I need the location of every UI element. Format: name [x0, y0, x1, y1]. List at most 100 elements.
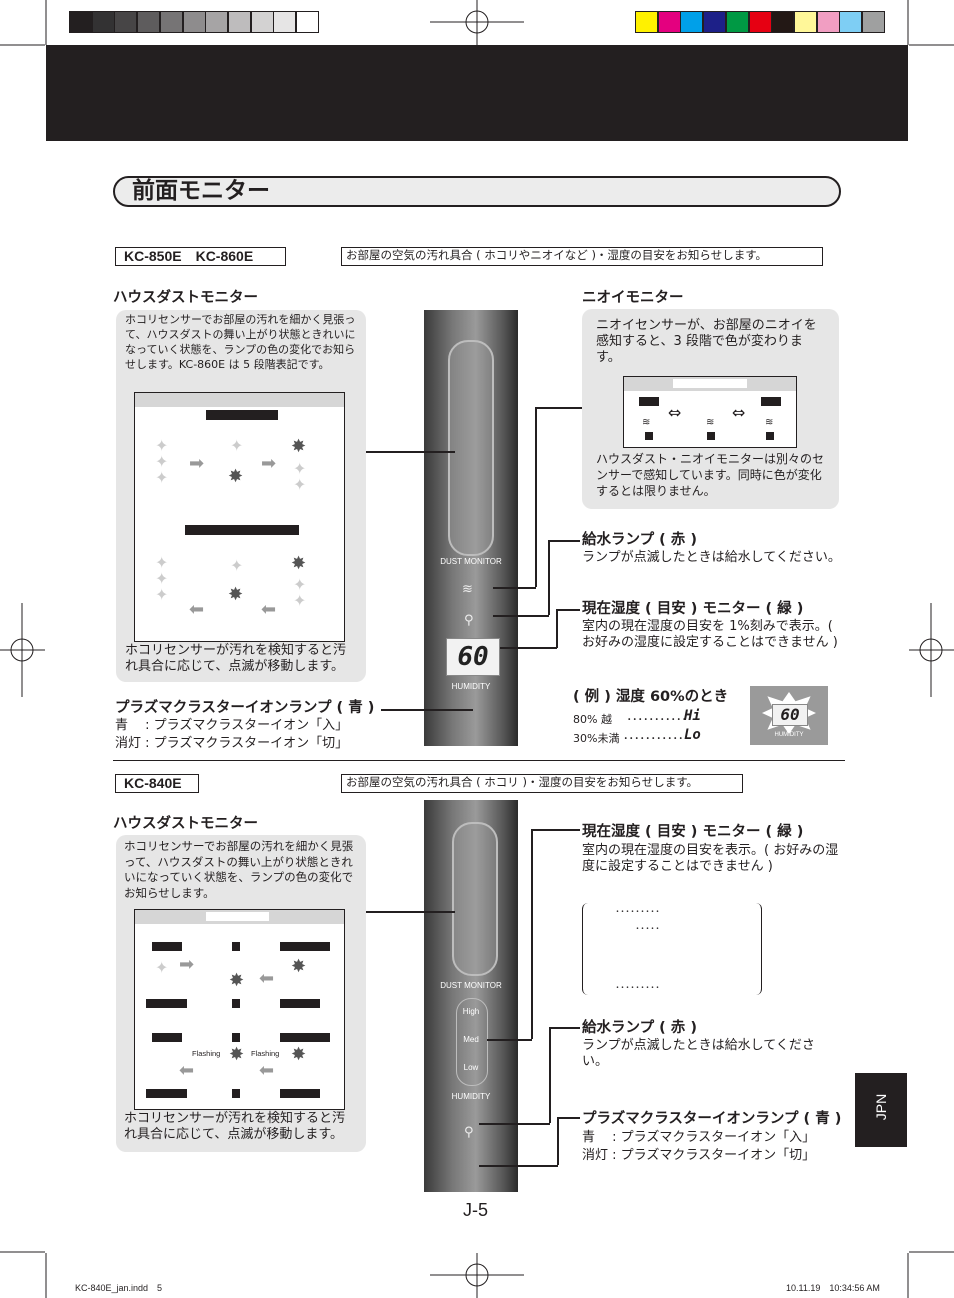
example-humidity-label: HUMIDITY [774, 732, 804, 738]
leader-line [531, 829, 533, 1039]
plasma-line2-840: 消灯 : プラズマクラスターイオン「切」 [582, 1148, 816, 1163]
left-arrow-icon: ⬅ [261, 599, 277, 620]
flashing-label-right: Flashing [251, 1049, 280, 1058]
right-arrow-icon: ➡ [261, 453, 277, 474]
example-display: 60 HUMIDITY [750, 686, 828, 745]
color-swatch [703, 11, 727, 33]
flash-star-icon: ✸ [291, 1044, 307, 1065]
gray-swatch [91, 11, 115, 33]
footer-file: KC-840E_jan.indd 5 [75, 1283, 163, 1293]
footer-timestamp: 10.11.19 10:34:56 AM [786, 1283, 880, 1293]
leader-line [366, 451, 455, 453]
flash-star-icon: ✸ [228, 584, 244, 605]
house-dust-diagram: ✦✦✦ ➡ ✦ ✸ ➡ ✸ ✦✦ ✦✦✦ ✦ ✸ ✸ ✦✦ ⬅ ⬅ [134, 392, 345, 642]
level-bar [185, 525, 299, 535]
leader-line [548, 540, 580, 542]
color-swatch [771, 11, 795, 33]
flash-star-icon: ✸ [291, 956, 307, 977]
humidity-heading: 現在湿度 ( 目安 ) モニター ( 緑 ) [582, 601, 804, 617]
dust-monitor-label: DUST MONITOR [440, 557, 502, 566]
water-lamp-text-840: ランプが点滅したときは給水してください。 [582, 1038, 815, 1069]
leader-line [556, 609, 580, 611]
humidity-label: HUMIDITY [451, 1092, 491, 1101]
leader-line [549, 1027, 580, 1029]
model-label-840: KC-840E [115, 774, 199, 793]
leader-line [556, 609, 558, 648]
level-dots-2: ･････ [635, 924, 660, 935]
water-lamp-text: ランプが点滅したときは給水してください。 [582, 550, 841, 565]
gray-swatch [296, 11, 319, 33]
humidity-heading-840: 現在湿度 ( 目安 ) モニター ( 緑 ) [582, 824, 804, 840]
level-low: Low [463, 1063, 479, 1072]
humidity-text: 室内の現在湿度の目安を 1%刻みで表示。( お好みの湿度に設定することはできませ… [582, 619, 838, 650]
house-dust-description: ホコリセンサーでお部屋の汚れを細かく見張って、ハウスダストの舞い上がり状態ときれ… [125, 313, 356, 371]
house-dust-heading-840: ハウスダストモニター [113, 816, 258, 832]
page-title: 前面モニター [132, 178, 270, 204]
left-arrow-icon: ⬅ [259, 968, 275, 989]
section2-note: お部屋の空気の汚れ具合 ( ホコリ )・湿度の目安をお知らせします。 [341, 774, 743, 793]
right-arrow-icon: ➡ [179, 954, 195, 975]
section-divider [113, 760, 845, 761]
device-panel-840: DUST MONITOR High Med Low HUMIDITY ⚲ [424, 800, 518, 1192]
flash-star-icon: ✸ [229, 970, 245, 991]
title-pill [113, 176, 841, 207]
example-heading: ( 例 ) 湿度 60%のとき [573, 689, 729, 705]
section1-note: お部屋の空気の汚れ具合 ( ホコリやニオイなど )・湿度の目安をお知らせします。 [341, 247, 823, 266]
humidity-label: HUMIDITY [451, 682, 491, 691]
house-dust-lamp [448, 340, 494, 556]
flash-star-icon: ✸ [291, 436, 307, 457]
example-row2-label: 30%未満 ･･･････････ [573, 732, 684, 745]
left-arrow-icon: ⬅ [259, 1060, 275, 1081]
leader-line [493, 615, 549, 617]
color-swatch [657, 11, 681, 33]
color-swatch [862, 11, 885, 33]
odor-icon: ≋ [462, 582, 473, 597]
color-swatch [680, 11, 704, 33]
leader-line [479, 1165, 558, 1167]
flash-star-icon: ✸ [291, 553, 307, 574]
left-arrow-icon: ⬅ [189, 599, 205, 620]
house-dust-lamp [452, 822, 498, 976]
plasma-line2: 消灯 : プラズマクラスターイオン「切」 [115, 736, 349, 751]
color-swatch [793, 11, 817, 33]
humidity-level-indicator [456, 998, 488, 1086]
left-arrow-icon: ⬅ [179, 1060, 195, 1081]
example-lcd: 60 [772, 704, 808, 726]
house-dust-diagram-840: ✦ ➡ ✸ ⬅ ✸ Flashing ✸ Flashing ✸ ⬅ ⬅ [134, 909, 345, 1110]
color-swatch [839, 11, 863, 33]
level-med: Med [463, 1035, 479, 1044]
leader-line [381, 709, 473, 711]
color-swatch [748, 11, 772, 33]
odor-icon: ≋ [706, 417, 715, 428]
gray-swatch [182, 11, 206, 33]
level-dots-3: ･････････ [615, 983, 660, 994]
gray-swatch [227, 11, 251, 33]
house-dust-footer-840: ホコリセンサーが汚れを検知すると汚れ具合に応じて、点滅が移動します。 [124, 1111, 346, 1142]
gray-swatch [69, 11, 92, 33]
leader-line [493, 587, 536, 589]
odor-diagram: ⇔ ⇔ ≋ ≋ ≋ [623, 376, 797, 448]
level-bar [639, 397, 659, 406]
flashing-label-left: Flashing [192, 1049, 221, 1058]
flash-star-icon: ✸ [229, 1044, 245, 1065]
level-dots-1: ･････････ [615, 907, 660, 918]
level-bar [206, 410, 278, 420]
odor-icon: ≋ [765, 417, 774, 428]
color-swatch [725, 11, 749, 33]
water-lamp-heading: 給水ランプ ( 赤 ) [582, 532, 697, 548]
odor-icon: ≋ [642, 417, 651, 428]
leader-line [500, 647, 557, 649]
humidity-display: 60 [446, 638, 500, 676]
language-tab-label: JPN [873, 1093, 889, 1121]
odor-heading: ニオイモニター [582, 290, 684, 306]
header-banner [46, 45, 908, 141]
odor-description: ニオイセンサーが、お部屋のニオイを感知すると、3 段階で色が変わります。 [596, 318, 817, 365]
gray-swatch [137, 11, 161, 33]
water-drop-icon: ⚲ [464, 1125, 474, 1140]
leader-line [535, 407, 537, 587]
plasma-heading: プラズマクラスターイオンランプ ( 青 ) [115, 700, 375, 716]
gray-swatch [114, 11, 138, 33]
leader-line [548, 540, 550, 615]
house-dust-footer: ホコリセンサーが汚れを検知すると汚れ具合に応じて、点滅が移動します。 [125, 643, 347, 674]
